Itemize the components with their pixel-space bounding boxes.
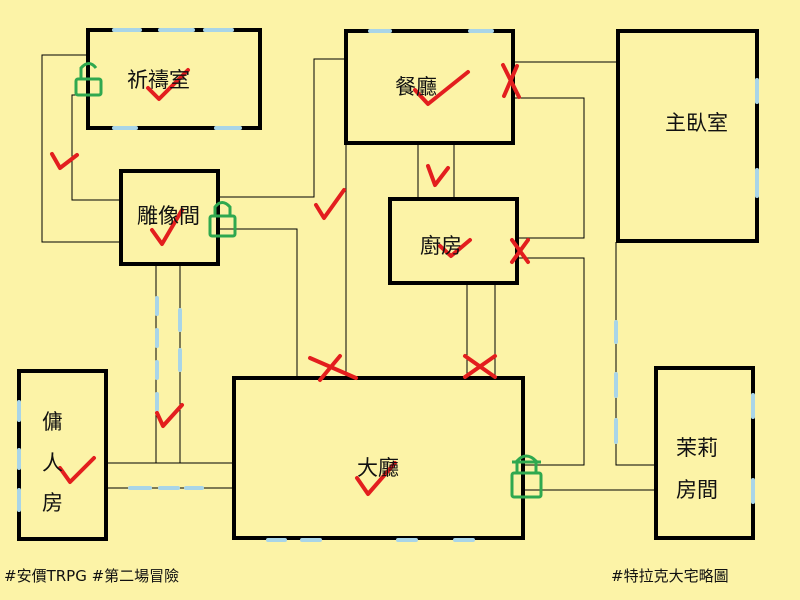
corridor-statue-hall (219, 228, 298, 378)
statue-room-label: 雕像間 (137, 204, 200, 228)
corridor-kitchen-hall-east (518, 257, 585, 466)
servant-room-label-2: 人 (42, 451, 63, 475)
corridor-prayer-statue-inner (71, 94, 121, 201)
footer-left-caption: #安價TRPG #第二場冒險 (4, 567, 180, 585)
checkmark-icon (155, 403, 184, 428)
servant-room-label-1: 傭 (42, 410, 63, 434)
checkmark-icon (50, 152, 79, 170)
prayer-room-label: 祈禱室 (127, 68, 190, 92)
dining-hall-label: 餐廳 (395, 75, 437, 99)
corridors (41, 54, 656, 491)
cross-icon (510, 238, 530, 264)
checkmark-icon (150, 208, 184, 246)
checkmark-icon (438, 238, 472, 258)
master-bedroom-walls (616, 29, 759, 243)
kitchen-label: 廚房 (420, 234, 462, 258)
servant-room-label-3: 房 (42, 491, 63, 515)
checkmarks (50, 68, 472, 496)
padlock-icon (74, 62, 103, 97)
checkmark-icon (413, 70, 470, 106)
checkmark-icon (314, 188, 346, 220)
jasmine-room-walls (654, 366, 755, 540)
corridor-dining-kitchen-east (514, 97, 585, 239)
jasmine-room-label-2: 房間 (676, 478, 718, 502)
corridor-prayer-statue-outer (41, 54, 121, 243)
window-corridor-statue (155, 296, 182, 412)
jasmine-room-label-1: 茉莉 (676, 436, 718, 460)
corridor-master-jasmine (615, 242, 656, 466)
footer-right-caption: #特拉克大宅略圖 (611, 567, 729, 585)
cross-icon (463, 354, 497, 379)
corridor-statue-dining-upper (219, 58, 346, 198)
great-hall-label: 大廳 (357, 456, 399, 480)
kitchen-walls (388, 197, 519, 285)
cross-icon (308, 354, 358, 382)
locks (74, 62, 543, 499)
crosses (308, 63, 530, 382)
master-bedroom-label: 主臥室 (665, 111, 728, 135)
padlock-icon (510, 454, 543, 499)
checkmark-icon (426, 164, 450, 187)
checkmark-icon (58, 456, 96, 484)
padlock-icon (208, 201, 237, 238)
checkmark-icon (355, 461, 397, 496)
checkmark-icon (146, 68, 190, 101)
cross-icon (501, 63, 521, 99)
windows (17, 28, 759, 542)
